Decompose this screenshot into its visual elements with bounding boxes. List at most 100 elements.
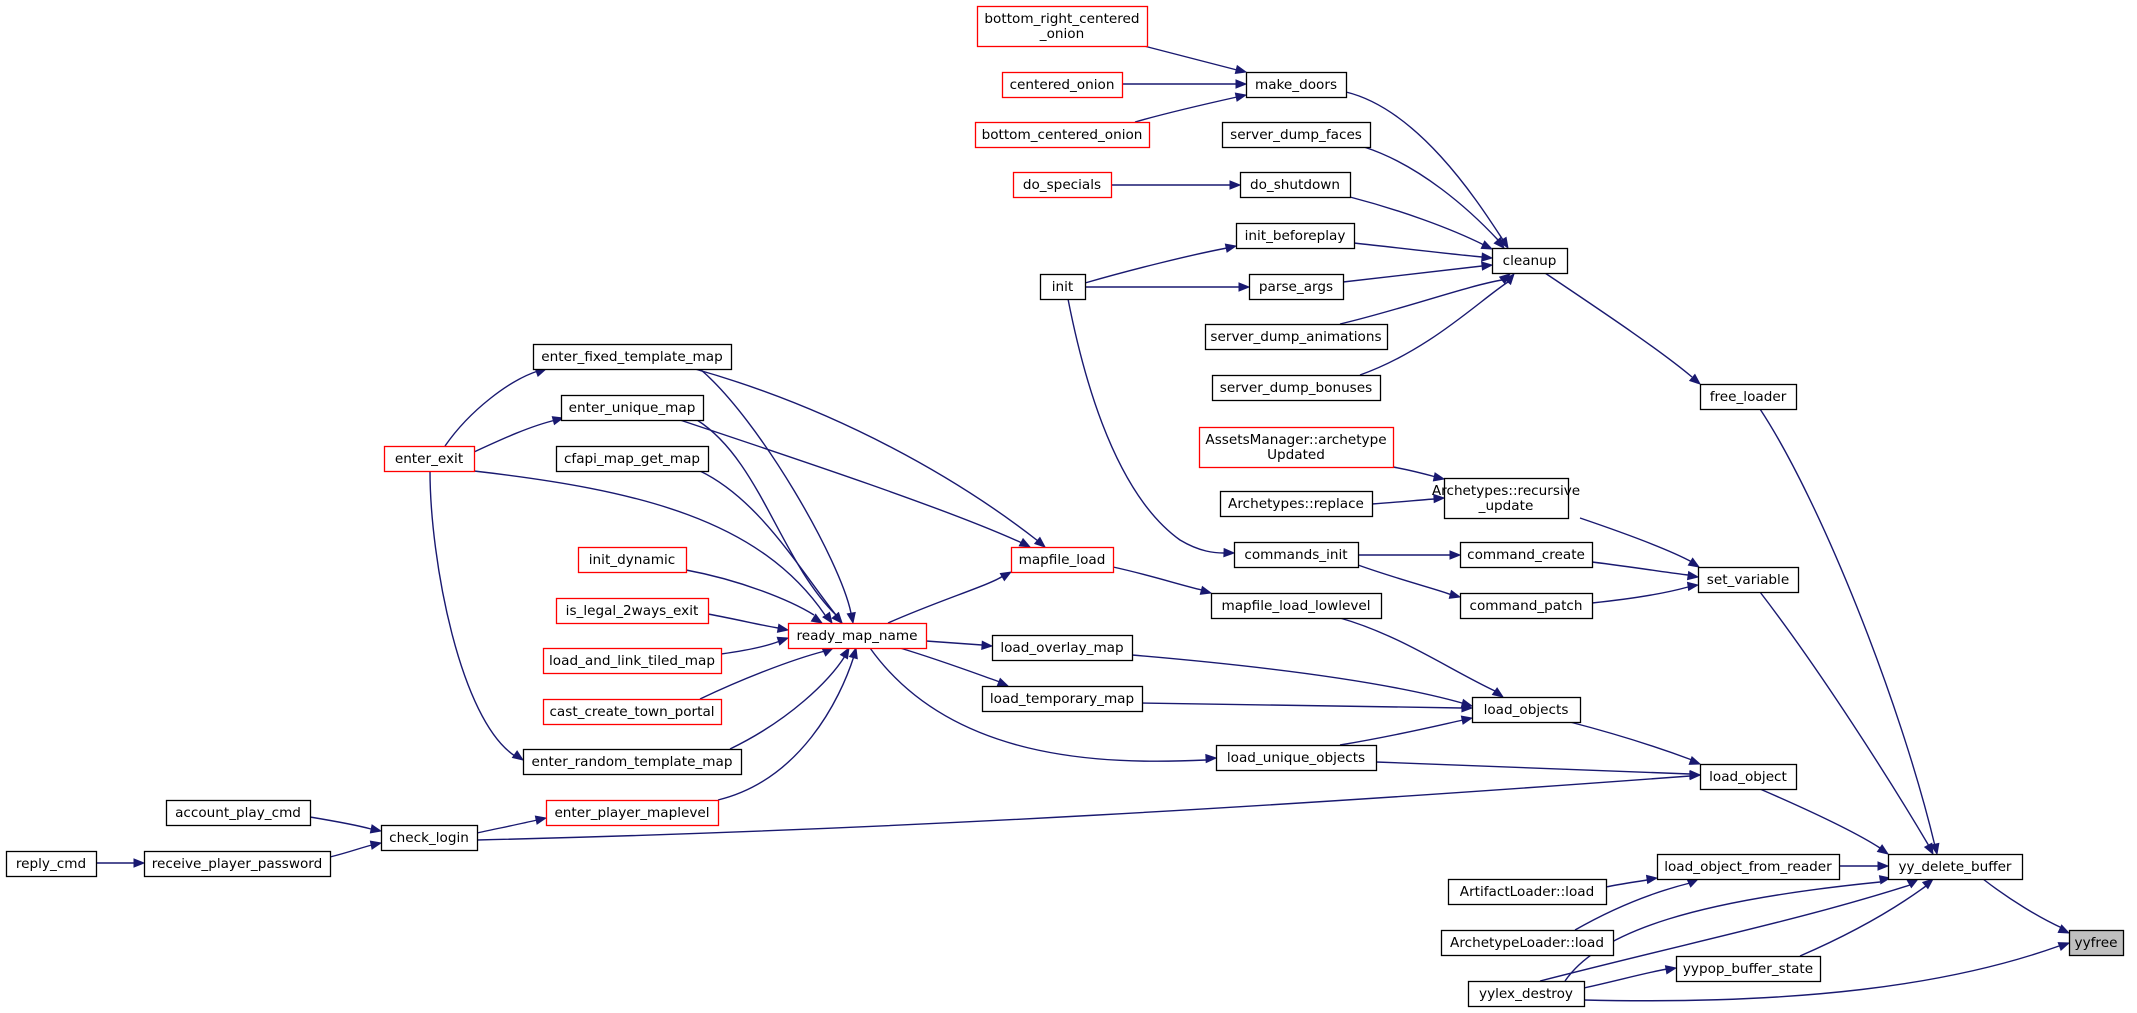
node-do-shutdown[interactable]: do_shutdown [1239, 171, 1352, 199]
node-box [1211, 374, 1382, 402]
node-reply-cmd[interactable]: reply_cmd [5, 850, 98, 878]
node-is-legal-2ways-exit[interactable]: is_legal_2ways_exit [555, 597, 710, 625]
node-free-loader[interactable]: free_loader [1699, 383, 1798, 411]
node-mapfile-load[interactable]: mapfile_load [1010, 546, 1115, 574]
node-cast-create-town-portal[interactable]: cast_create_town_portal [542, 698, 723, 726]
node-enter-fixed-template-map[interactable]: enter_fixed_template_map [532, 343, 733, 371]
node-box [1233, 541, 1360, 569]
node-command-patch[interactable]: command_patch [1459, 592, 1594, 620]
node-yyfree[interactable]: yyfree [2068, 929, 2125, 957]
node-load-object[interactable]: load_object [1699, 763, 1798, 791]
node-label: enter_fixed_template_map [541, 349, 722, 365]
edge-line [887, 575, 1004, 624]
node-server-dump-animations[interactable]: server_dump_animations [1204, 323, 1389, 351]
arrowhead-icon [1876, 844, 1890, 855]
node-label: check_login [389, 830, 469, 846]
node-archetypes-replace[interactable]: Archetypes::replace [1219, 490, 1374, 518]
arrowhead-icon [810, 613, 824, 624]
node-load-temporary-map[interactable]: load_temporary_map [981, 685, 1144, 713]
edge-is_legal_2ways_exit-to-ready_map_name [707, 613, 790, 633]
node-yy-delete-buffer[interactable]: yy_delete_buffer [1887, 853, 2024, 881]
edge-enter_fixed_template_map-to-mapfile_load [694, 368, 1047, 548]
edge-line [717, 655, 855, 801]
node-label: init_beforeplay [1245, 228, 1346, 244]
node-enter-unique-map[interactable]: enter_unique_map [560, 394, 705, 422]
node-server-dump-faces[interactable]: server_dump_faces [1221, 121, 1372, 149]
arrowhead-icon [1018, 537, 1032, 548]
node-enter-player-maplevel[interactable]: enter_player_maplevel [545, 799, 720, 827]
node-yypop-buffer-state[interactable]: yypop_buffer_state [1675, 955, 1822, 983]
edge-init-to-parse_args [1085, 282, 1251, 292]
node-box [1239, 171, 1352, 199]
arrowhead-icon [1449, 550, 1462, 560]
node-artifact-loader-load[interactable]: ArtifactLoader::load [1447, 878, 1608, 906]
edge-load_objects-to-load_object [1569, 721, 1702, 765]
node-label: commands_init [1244, 547, 1347, 563]
node-box [1248, 273, 1345, 301]
node-check-login[interactable]: check_login [380, 824, 479, 852]
node-do-specials[interactable]: do_specials [1012, 171, 1113, 199]
arrowhead-icon [846, 611, 856, 625]
arrowhead-icon [1199, 585, 1213, 595]
arrowhead-icon [1906, 878, 1920, 889]
edge-enter_fixed_template_map-to-ready_map_name [699, 368, 856, 625]
node-commands-init[interactable]: commands_init [1233, 541, 1360, 569]
node-receive-player-password[interactable]: receive_player_password [143, 850, 332, 878]
edge-check_login-to-enter_player_maplevel [476, 815, 548, 834]
edge-enter_exit-to-enter_unique_map [473, 416, 565, 453]
edge-commands_init-to-command_patch [1357, 564, 1462, 599]
node-box [577, 546, 688, 574]
node-label: init [1052, 279, 1074, 295]
edge-line [1574, 882, 1691, 931]
node-enter-random-template-map[interactable]: enter_random_template_map [522, 748, 743, 776]
node-set-variable[interactable]: set_variable [1697, 566, 1800, 594]
edge-init_dynamic-to-ready_map_name [685, 569, 824, 624]
node-bottom-centered-onion[interactable]: bottom_centered_onion [974, 121, 1151, 149]
arrowhead-icon [821, 647, 835, 657]
edge-line [1583, 968, 1668, 989]
node-yylex-destroy[interactable]: yylex_destroy [1467, 980, 1586, 1008]
node-label: cast_create_town_portal [549, 704, 714, 720]
node-label: free_loader [1710, 389, 1787, 405]
node-ready-map-name[interactable]: ready_map_name [787, 622, 928, 650]
node-load-objects[interactable]: load_objects [1471, 696, 1582, 724]
arrowhead-icon [511, 750, 525, 761]
edge-enter_exit-to-enter_fixed_template_map [444, 368, 548, 447]
edge-enter_exit-to-ready_map_name [473, 470, 833, 625]
node-account-play-cmd[interactable]: account_play_cmd [165, 799, 312, 827]
node-cfapi-map-get-map[interactable]: cfapi_map_get_map [555, 445, 710, 473]
node-centered-onion[interactable]: centered_onion [1001, 71, 1124, 99]
edge-load_unique_objects-to-load_object [1375, 761, 1702, 780]
node-parse-args[interactable]: parse_args [1248, 273, 1345, 301]
edge-commands_init-to-command_create [1358, 550, 1462, 560]
node-box [1215, 744, 1378, 772]
node-init[interactable]: init [1039, 273, 1087, 301]
edge-line [309, 816, 372, 830]
arrowhead-icon [1921, 878, 1935, 890]
arrowhead-icon [839, 646, 850, 660]
node-init-beforeplay[interactable]: init_beforeplay [1235, 222, 1356, 250]
node-load-and-link-tiled-map[interactable]: load_and_link_tiled_map [542, 647, 723, 675]
node-label: do_specials [1023, 177, 1101, 193]
node-box [991, 634, 1134, 662]
node-box [1656, 853, 1841, 881]
node-archetype-loader-load[interactable]: ArchetypeLoader::load [1440, 929, 1615, 957]
edge-make_doors-to-cleanup [1345, 91, 1509, 250]
node-init-dynamic[interactable]: init_dynamic [577, 546, 688, 574]
edge-line [707, 613, 779, 629]
node-command-create[interactable]: command_create [1459, 541, 1594, 569]
edge-line [1143, 45, 1238, 71]
node-load-object-from-reader[interactable]: load_object_from_reader [1656, 853, 1841, 881]
node-mapfile-load-lowlevel[interactable]: mapfile_load_lowlevel [1210, 592, 1383, 620]
node-enter-exit[interactable]: enter_exit [383, 445, 476, 473]
node-load-unique-objects[interactable]: load_unique_objects [1215, 744, 1378, 772]
node-box [1219, 490, 1374, 518]
node-make-doors[interactable]: make_doors [1245, 71, 1348, 99]
node-load-overlay-map[interactable]: load_overlay_map [991, 634, 1134, 662]
node-archetypes-recursive-update[interactable]: Archetypes::recursive_update [1432, 477, 1580, 520]
node-server-dump-bonuses[interactable]: server_dump_bonuses [1211, 374, 1382, 402]
node-bottom-right-centered-onion[interactable]: bottom_right_centered_onion [976, 5, 1149, 48]
edge-enter_unique_map-to-mapfile_load [679, 419, 1032, 548]
node-cleanup[interactable]: cleanup [1491, 247, 1569, 275]
